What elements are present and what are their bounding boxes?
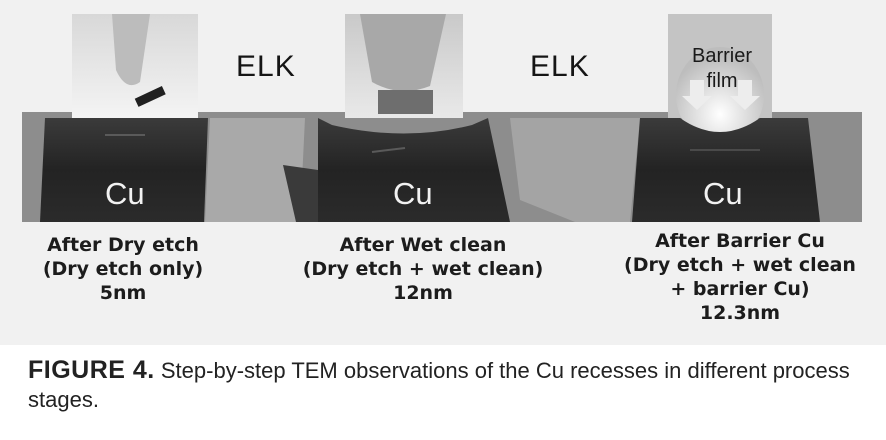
- stage-caption-3: After Barrier Cu (Dry etch + wet clean +…: [608, 229, 872, 325]
- cu-line-1: [40, 118, 208, 222]
- cu-label-3: Cu: [703, 176, 743, 211]
- stage-value: 12.3nm: [699, 302, 781, 324]
- barrier-label-line2: film: [706, 70, 738, 92]
- tem-micrographs: [22, 14, 862, 222]
- elk-shadow: [283, 165, 318, 222]
- barrier-label-line1: Barrier: [691, 45, 752, 67]
- cu-label-2: Cu: [393, 176, 433, 211]
- elk-region-right: [510, 118, 640, 222]
- stage-value: 12nm: [393, 282, 453, 304]
- stage-title: After Wet clean: [339, 234, 507, 256]
- barrier-arrow-right: [730, 80, 760, 110]
- elk-region-left: [205, 118, 305, 222]
- stage-extra: + barrier Cu): [670, 278, 810, 300]
- stage-caption-1: After Dry etch (Dry etch only) 5nm: [28, 233, 218, 305]
- elk-label-2: ELK: [530, 50, 590, 83]
- via-2-core: [360, 14, 446, 92]
- via-1-core: [112, 14, 150, 86]
- stage-title: After Barrier Cu: [655, 230, 825, 252]
- figure-caption: FIGURE 4. Step-by-step TEM observations …: [28, 356, 868, 414]
- via-1-marker: [134, 86, 166, 107]
- barrier-glow: [676, 47, 764, 143]
- cu-line-3: [632, 118, 820, 222]
- barrier-film-label: Barrier film: [672, 44, 772, 94]
- stage-detail: (Dry etch + wet clean: [624, 254, 856, 276]
- stage-title: After Dry etch: [47, 234, 199, 256]
- figure-label: FIGURE 4.: [28, 356, 155, 384]
- tem-figure: ELK ELK Barrier film Cu Cu Cu After Dry …: [0, 0, 886, 345]
- figure-caption-text: Step-by-step TEM observations of the Cu …: [28, 358, 850, 412]
- cu-line-2: [318, 118, 510, 222]
- elk-label-1: ELK: [236, 50, 296, 83]
- stage-value: 5nm: [99, 282, 147, 304]
- stage-caption-2: After Wet clean (Dry etch + wet clean) 1…: [298, 233, 548, 305]
- via-2-recess: [378, 90, 433, 114]
- stage-detail: (Dry etch + wet clean): [302, 258, 544, 280]
- barrier-arrow-left: [682, 80, 712, 110]
- stage-detail: (Dry etch only): [42, 258, 204, 280]
- cu-label-1: Cu: [105, 176, 145, 211]
